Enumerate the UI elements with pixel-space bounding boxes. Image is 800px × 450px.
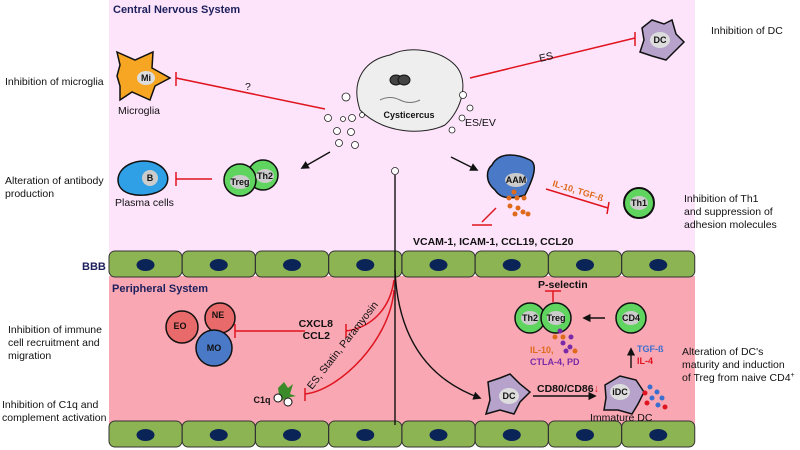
cell-nucleus [283,259,301,271]
unknown-mechanism-label: ? [245,81,251,93]
label-antibody-2: production [5,188,54,200]
p-selectin-label: P-selectin [538,279,588,291]
b-label: B [147,173,154,183]
aam-label: AAM [506,175,527,185]
cxcl8-label: CXCL8 [299,318,334,330]
immature-dendritic-cell: iDC Immature DC [590,375,668,424]
cell-nucleus [356,429,375,441]
cd80-cd86-label: CD80/CD86↓ [537,383,599,395]
treg-th2-pair-cns: Treg Th2 [223,159,279,197]
granulocyte-cluster: NE EO MO [165,302,236,367]
ne-label: NE [212,310,225,320]
cell-nucleus [502,259,521,271]
label-th1-1: Inhibition of Th1 [684,193,759,205]
cell-nucleus [283,429,301,441]
label-treg-2: maturity and induction [682,359,785,371]
th2b-label: Th2 [522,313,538,323]
label-c1q-2: complement activation [2,412,107,424]
label-antibody-1: Alteration of antibody [5,175,104,187]
mi-label: Mi [141,73,151,83]
label-recruit-3: migration [8,350,51,362]
il10b-label: IL-10, [530,345,554,355]
black-arrows [300,151,636,425]
treg-label: Treg [230,177,249,187]
bbb-endothelium-row [108,250,696,278]
label-treg-3: of Treg from naive CD4+ [682,372,795,384]
cd4-label: CD4 [622,313,640,323]
cell-nucleus [502,429,521,441]
il4-label: IL-4 [637,356,653,366]
es-ev-vesicles [324,91,474,175]
alternatively-activated-macrophage: AAM [486,154,535,217]
cell-nucleus [576,259,594,271]
microglia-label: Microglia [118,105,160,117]
dc2-label: DC [503,391,516,401]
cell-nucleus [429,429,448,441]
tgfb-label: TGF-ß [637,344,664,354]
cysticercus: Cysticercus [356,49,464,132]
tregb-label: Treg [546,313,565,323]
label-treg-1: Alteration of DC's [682,346,763,358]
th1-cell: Th1 [623,187,655,219]
cell-nucleus [649,259,668,271]
bottom-endothelium-row [108,420,696,448]
th2-label: Th2 [257,171,273,181]
eo-label: EO [173,321,186,331]
es-ev-label: ES/EV [465,117,496,129]
label-dc: Inhibition of DC [711,25,783,37]
dendritic-cell-peripheral: DC [484,373,532,416]
label-microglia: Inhibition of microglia [5,76,104,88]
label-th1-2: and suppression of [684,206,773,218]
cell-nucleus [649,429,668,441]
c1q-complex: C1q [253,382,296,407]
cell-nucleus [136,259,155,271]
dc-label: DC [654,35,667,45]
cell-nucleus [429,259,448,271]
es-label: ES [538,50,554,65]
cns-title: Central Nervous System [113,4,240,16]
cell-nucleus [356,259,375,271]
inhibition-arrows-peripheral [234,279,561,401]
th2-treg-pair-peripheral: Th2 Treg [514,302,578,354]
label-c1q-1: Inhibition of C1q and [2,399,98,411]
plasma-cell: B Plasma cells [115,160,174,209]
cell-nucleus [136,429,155,441]
cell-nucleus [209,259,228,271]
label-th1-3: adhesion molecules [684,219,777,231]
cell-nucleus [209,429,228,441]
th1-label: Th1 [631,198,647,208]
dendritic-cell-cns: DC [639,18,686,61]
adhesion-molecules-label: VCAM-1, ICAM-1, CCL19, CCL20 [413,236,574,248]
c1q-label: C1q [253,395,270,405]
ctla4-pd-label: CTLA-4, PD [530,357,580,367]
inhibition-arrows-cns [175,32,636,226]
idc-label: iDC [612,387,628,397]
label-recruit-1: Inhibition of immune [8,324,102,336]
ccl2-label: CCL2 [303,330,331,342]
naive-cd4-cell: CD4 [615,302,647,334]
plasma-cells-label: Plasma cells [115,197,174,209]
immature-dc-label: Immature DC [590,412,653,424]
cysticercus-label: Cysticercus [383,110,434,120]
mo-label: MO [207,343,222,353]
bbb-label: BBB [82,261,106,273]
label-recruit-2: cell recruitment and [8,337,100,349]
peripheral-title: Peripheral System [112,283,208,295]
microglia-cell: Mi Microglia [115,50,172,117]
cell-nucleus [576,429,594,441]
